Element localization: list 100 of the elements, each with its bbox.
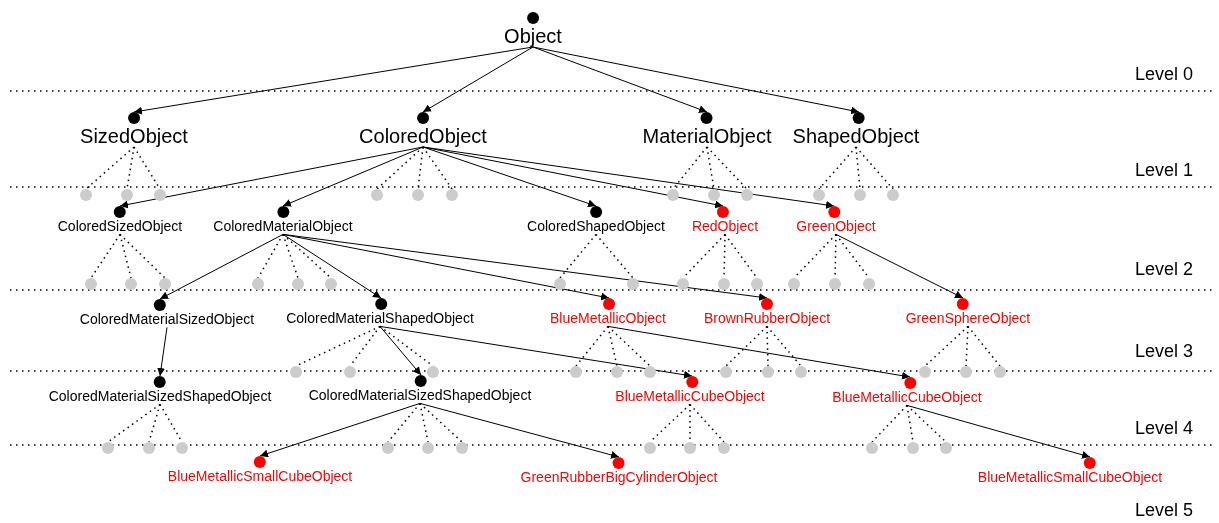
dotted-line	[766, 325, 802, 367]
node-dot	[863, 278, 875, 290]
dotted-line	[855, 146, 861, 190]
class-name: ColoredMaterialShapedObject	[286, 311, 474, 327]
node-dot	[829, 278, 841, 290]
node-dot	[456, 442, 468, 454]
dotted-line	[85, 146, 135, 190]
class-name: ColoredMaterialSizedShapedObject	[308, 388, 532, 404]
dotted-line	[766, 325, 769, 367]
node-dot	[788, 278, 800, 290]
node-dot	[684, 442, 696, 454]
node-dot	[940, 442, 952, 454]
dotted-line	[906, 404, 947, 443]
node-dot	[813, 189, 825, 201]
class-name: BlueMetallicCubeObject	[615, 389, 765, 405]
class-name: BlueMetallicSmallCubeObject	[977, 470, 1163, 486]
dotted-line	[90, 233, 121, 279]
arrow	[159, 233, 284, 300]
arrow	[422, 146, 835, 209]
node-dot	[795, 366, 807, 378]
node-dot	[644, 366, 656, 378]
node-dot	[919, 366, 931, 378]
class-name: ShapedObject	[792, 125, 920, 147]
arrow	[379, 325, 693, 379]
node-dot	[292, 278, 304, 290]
level-label: Level 0	[1135, 64, 1194, 85]
class-name: BlueMetallicObject	[550, 311, 666, 327]
node-dot	[866, 442, 878, 454]
arrow	[607, 325, 911, 380]
arrow	[532, 46, 860, 115]
dotted-line	[607, 325, 618, 367]
node-dot	[125, 278, 137, 290]
node-dot	[718, 442, 730, 454]
class-name: GreenObject	[796, 219, 876, 235]
class-name: Object	[504, 25, 562, 47]
arrow	[419, 402, 620, 459]
node-dot	[290, 366, 302, 378]
node-dot	[382, 442, 394, 454]
node-dot	[371, 189, 383, 201]
class-name: BrownRubberObject	[703, 311, 831, 327]
dotted-line	[419, 402, 429, 443]
class-name: GreenRubberBigCylinderObject	[520, 470, 718, 486]
node-dot	[446, 189, 458, 201]
node-dot	[176, 442, 188, 454]
arrow	[379, 325, 422, 376]
dotted-line	[607, 325, 651, 367]
arrow	[282, 146, 424, 207]
dotted-line	[257, 233, 284, 279]
arrow	[133, 46, 534, 115]
node-dot	[887, 189, 899, 201]
arrow	[835, 233, 964, 299]
dotted-line	[419, 402, 463, 443]
arrow	[259, 402, 421, 458]
node-dot	[960, 366, 972, 378]
node-dot	[252, 278, 264, 290]
dotted-line	[724, 233, 758, 279]
class-name: RedObject	[691, 219, 759, 235]
dotted-line	[706, 146, 748, 190]
dotted-line	[595, 233, 634, 279]
node-dot	[427, 366, 439, 378]
node-dot	[708, 189, 720, 201]
node-dot	[154, 189, 166, 201]
node-dot	[102, 442, 114, 454]
node-dot	[762, 366, 774, 378]
dotted-line	[855, 146, 894, 190]
node-dot	[677, 278, 689, 290]
node-dot	[667, 189, 679, 201]
node-dot	[720, 366, 732, 378]
class-name: ColoredSizedObject	[57, 219, 183, 235]
level-label: Level 5	[1135, 500, 1194, 521]
dotted-line	[967, 325, 1001, 367]
class-name: ColoredObject	[359, 125, 487, 147]
class-name: GreenSphereObject	[905, 311, 1031, 327]
node-dot	[994, 366, 1006, 378]
dotted-line	[559, 233, 597, 279]
arrow	[157, 326, 168, 377]
node-dot	[159, 278, 171, 290]
dotted-line	[965, 325, 969, 367]
arrow	[906, 404, 1091, 459]
arrow	[282, 233, 382, 299]
dotted-line	[119, 233, 132, 279]
node-dot	[718, 278, 730, 290]
level-label: Level 4	[1135, 418, 1194, 439]
node-dot	[325, 278, 337, 290]
node-dot	[412, 189, 424, 201]
dotted-line	[689, 403, 725, 443]
dotted-line	[376, 146, 424, 190]
class-name: ColoredMaterialObject	[213, 219, 353, 235]
class-name: BlueMetallicSmallCubeObject	[167, 469, 353, 485]
node-dot	[570, 366, 582, 378]
arrow	[422, 46, 534, 113]
dotted-line	[119, 233, 166, 279]
level-label: Level 2	[1135, 259, 1194, 280]
arrow	[282, 233, 768, 301]
level-label: Level 1	[1135, 160, 1194, 181]
dotted-line	[417, 146, 424, 190]
node-dot	[611, 366, 623, 378]
node-dot	[741, 189, 753, 201]
class-name: ColoredMaterialSizedShapedObject	[48, 389, 272, 405]
class-name: BlueMetallicCubeObject	[832, 390, 982, 406]
